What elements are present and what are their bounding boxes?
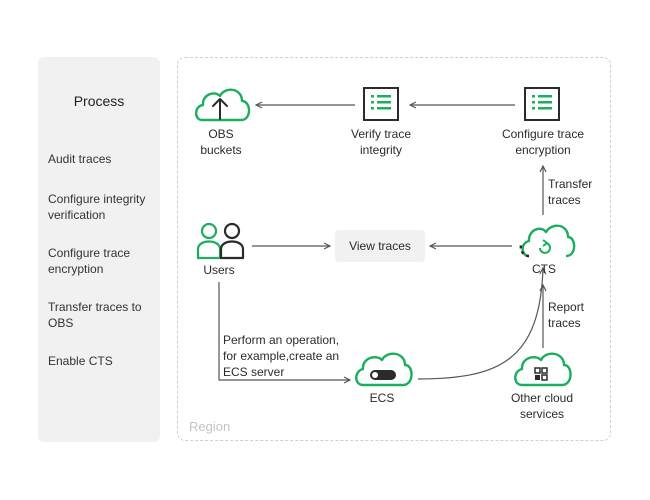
users-icon: [196, 222, 245, 260]
view-traces-box: View traces: [335, 230, 425, 262]
other-cloud-services-icon: [514, 352, 572, 387]
obs-buckets-label: OBS buckets: [200, 127, 242, 157]
ecs-label: ECS: [369, 391, 395, 405]
cts-cloud-icon: [519, 224, 576, 258]
region-boundary: [177, 57, 611, 441]
configure-encryption-label: Configure trace encryption: [501, 127, 585, 157]
cts-label: CTS: [532, 262, 556, 276]
sidebar-title: Process: [73, 93, 125, 109]
users-label: Users: [203, 263, 235, 277]
edge-ecs-to-cts: [417, 268, 543, 380]
region-label: Region: [189, 419, 231, 434]
sidebar-item-configure-encryption: Configure trace encryption: [48, 246, 131, 276]
ecs-cloud-icon: [355, 352, 413, 387]
sidebar-item-audit-traces: Audit traces: [48, 152, 112, 166]
edge-users-to-ecs: [218, 282, 350, 380]
process-sidebar: Process Audit traces Configure integrity…: [38, 57, 160, 442]
verify-integrity-label: Verify trace integrity: [350, 127, 412, 157]
perform-operation-label: Perform an operation, for example,create…: [223, 333, 340, 379]
transfer-traces-label: Transfer traces: [548, 177, 593, 207]
report-traces-label: Report traces: [548, 300, 585, 330]
sidebar-item-configure-integrity: Configure integrity verification: [48, 192, 146, 222]
document-icon-verify: [363, 87, 399, 121]
document-icon-encryption: [524, 87, 560, 121]
other-cloud-services-label: Other cloud services: [510, 391, 574, 421]
sidebar-item-enable-cts: Enable CTS: [48, 354, 113, 368]
obs-cloud-icon: [194, 88, 251, 122]
sidebar-item-transfer-traces: Transfer traces to OBS: [48, 300, 142, 330]
